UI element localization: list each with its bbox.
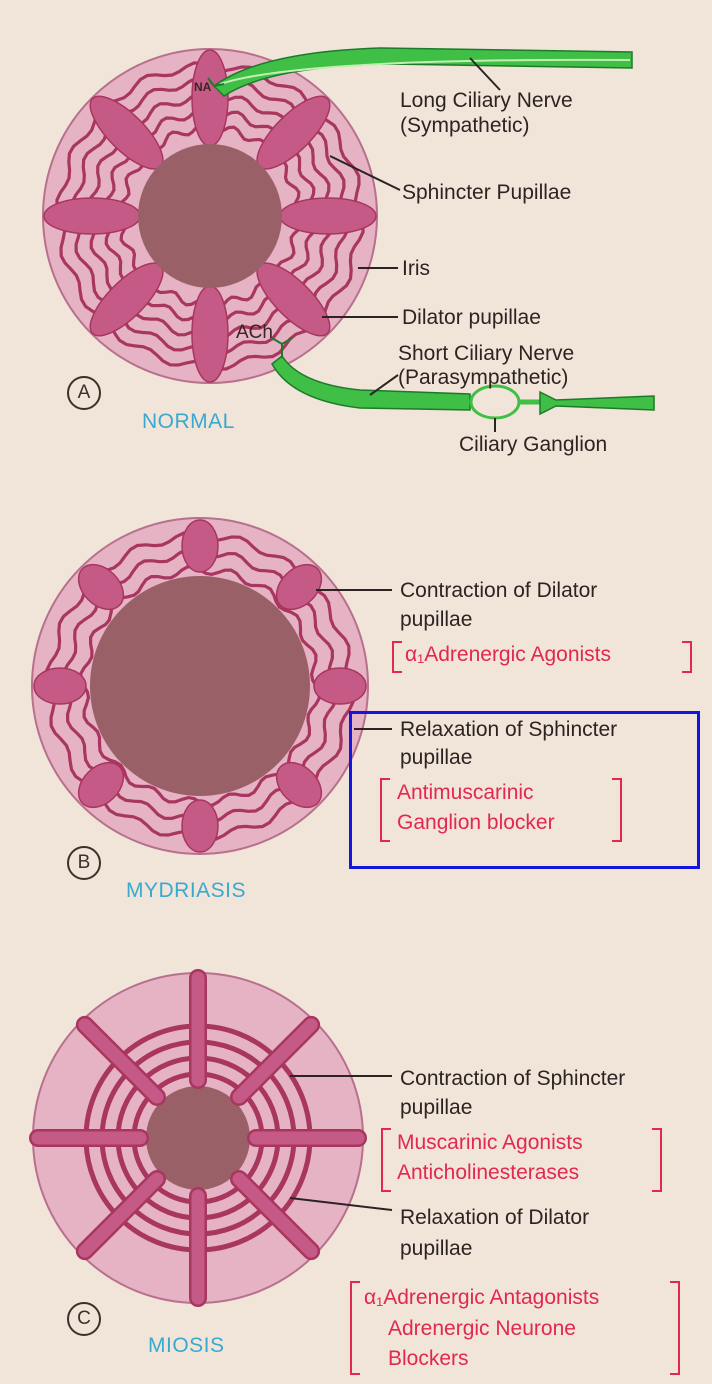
contraction-dilator-label: Contraction of Dilator <box>400 578 597 604</box>
eye-mydriasis <box>32 518 368 854</box>
dilator-fiber <box>182 520 218 572</box>
panel-marker-c: C <box>67 1302 101 1336</box>
highlight-box <box>349 711 700 869</box>
contraction-sphincter-sublabel: pupillae <box>400 1095 472 1121</box>
dilator-fiber <box>314 668 366 704</box>
bracket-left <box>381 1128 391 1192</box>
relaxation-dilator-label: Relaxation of Dilator <box>400 1205 589 1231</box>
short-ciliary-label: Short Ciliary Nerve <box>398 341 574 367</box>
bracket-right <box>652 1128 662 1192</box>
caption-miosis: MIOSIS <box>148 1334 225 1358</box>
bracket-left <box>350 1281 360 1375</box>
muscarinic-agonists-label: Muscarinic Agonists <box>397 1130 583 1156</box>
alpha1-agonists-label: α₁Adrenergic Agonists <box>405 642 611 668</box>
eye-normal <box>43 49 377 383</box>
iris-label: Iris <box>402 256 430 282</box>
caption-normal: NORMAL <box>142 410 235 434</box>
eye-miosis <box>33 973 363 1303</box>
contraction-dilator-sublabel: pupillae <box>400 607 472 633</box>
ach-label: ACh <box>236 322 273 344</box>
bracket-right <box>682 641 692 673</box>
dilator-fiber <box>34 668 86 704</box>
na-label: NA <box>194 80 211 94</box>
dilator-pupillae-label: Dilator pupillae <box>402 305 541 331</box>
bracket-left <box>392 641 402 673</box>
short-ciliary-sublabel: (Parasympathetic) <box>398 365 568 391</box>
dilator-fiber <box>280 198 376 234</box>
contraction-sphincter-label: Contraction of Sphincter <box>400 1066 625 1092</box>
adrenergic-neurone-label: Adrenergic Neurone <box>388 1316 576 1342</box>
pupil <box>90 576 310 796</box>
long-ciliary-label: Long Ciliary Nerve <box>400 88 573 114</box>
dilator-fiber <box>182 800 218 852</box>
dilator-fiber <box>44 198 140 234</box>
sphincter-pupillae-label: Sphincter Pupillae <box>402 180 571 206</box>
dilator-fiber <box>192 286 228 382</box>
alpha1-antagonists-label: α₁Adrenergic Antagonists <box>364 1285 599 1311</box>
panel-marker-b: B <box>67 846 101 880</box>
ciliary-ganglion-label: Ciliary Ganglion <box>459 432 607 458</box>
bracket-right <box>670 1281 680 1375</box>
panel-marker-a: A <box>67 376 101 410</box>
relaxation-dilator-sublabel: pupillae <box>400 1236 472 1262</box>
pupil <box>138 144 282 288</box>
anticholinesterases-label: Anticholinesterases <box>397 1160 579 1186</box>
blockers-label: Blockers <box>388 1346 469 1372</box>
long-ciliary-sublabel: (Sympathetic) <box>400 113 530 139</box>
dilator-fiber <box>192 50 228 146</box>
caption-mydriasis: MYDRIASIS <box>126 879 246 903</box>
